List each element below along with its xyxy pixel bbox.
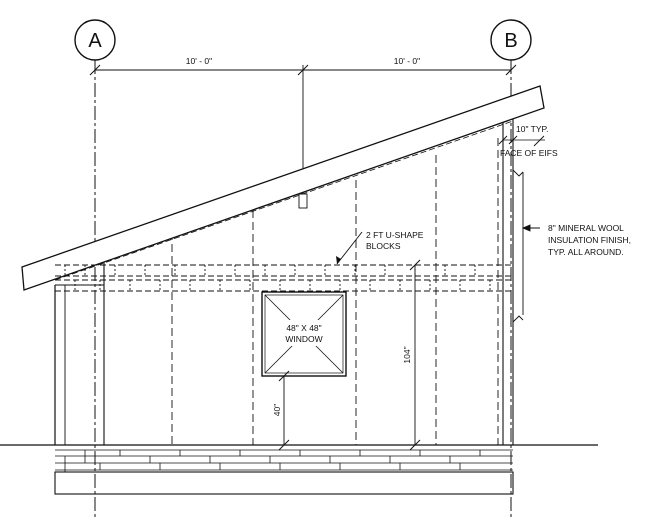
u-shape-note: 2 FT U-SHAPE BLOCKS xyxy=(336,230,424,265)
window-type-label: WINDOW xyxy=(285,334,322,344)
dashed-verticals xyxy=(171,138,499,445)
insulation-note: 8" MINERAL WOOL INSULATION FINISH, TYP. … xyxy=(548,223,631,257)
insulation-label-line2: INSULATION FINISH, xyxy=(548,235,631,245)
window-size-label: 48" X 48" xyxy=(286,323,321,333)
bond-beam-blocks xyxy=(55,264,513,292)
grid-label-b: B xyxy=(504,30,517,52)
typ-label: 10" TYP. xyxy=(516,124,548,134)
grid-label-a: A xyxy=(88,30,102,52)
u-shape-label-line2: BLOCKS xyxy=(366,241,401,251)
sill-height-dimension: 40" xyxy=(272,370,290,451)
wall-height-label: 104" xyxy=(402,346,412,363)
eifs-label: FACE OF EIFS xyxy=(500,148,558,158)
wall-height-dimension: 104" xyxy=(402,259,421,451)
grid-bubble-a: A xyxy=(74,19,116,61)
eifs-note: 10" TYP. FACE OF EIFS xyxy=(498,124,558,158)
insulation-bracket xyxy=(512,169,540,323)
roof xyxy=(21,85,545,291)
foundation xyxy=(0,444,598,495)
grid-bubble-b: B xyxy=(490,19,532,61)
insulation-label-line1: 8" MINERAL WOOL xyxy=(548,223,624,233)
insulation-label-line3: TYP. ALL AROUND. xyxy=(548,247,624,257)
u-shape-label-line1: 2 FT U-SHAPE xyxy=(366,230,424,240)
window: 48" X 48" WINDOW xyxy=(261,291,347,377)
sill-height-label: 40" xyxy=(272,404,282,416)
dimension-left-span: 10' - 0" xyxy=(186,56,212,66)
dimension-right-span: 10' - 0" xyxy=(394,56,420,66)
